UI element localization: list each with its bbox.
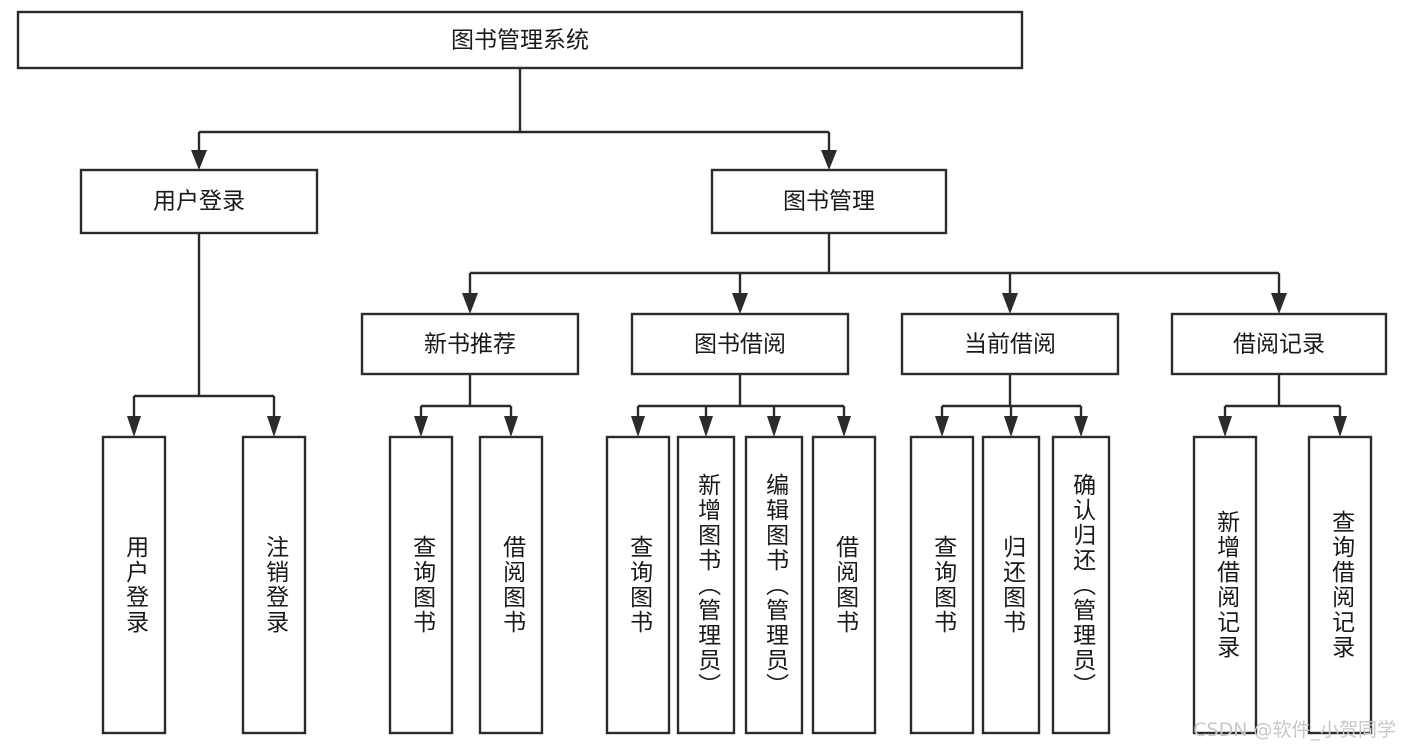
arrow-to-user-login bbox=[191, 150, 207, 170]
node-new-book-recommend-box[interactable] bbox=[360, 312, 580, 376]
arrow-leaf-2 bbox=[267, 416, 281, 437]
connectors-user-login-to-leaves bbox=[127, 233, 281, 437]
arrow-to-new-book bbox=[462, 293, 478, 314]
leaf-box-5[interactable] bbox=[605, 435, 671, 735]
leaf-box-8[interactable] bbox=[811, 435, 877, 735]
node-current-borrow-label: 当前借阅 bbox=[964, 332, 1056, 358]
node-user-login-box[interactable] bbox=[79, 168, 319, 235]
node-new-book-recommend-label: 新书推荐 bbox=[424, 332, 516, 358]
connectors-new-book-to-leaves bbox=[414, 374, 518, 437]
arrow-leaf-12 bbox=[1218, 416, 1232, 437]
leaf-box-2[interactable] bbox=[241, 435, 307, 735]
node-borrow-record-label: 借阅记录 bbox=[1233, 332, 1325, 358]
arrow-to-book-manage bbox=[821, 150, 837, 170]
leaf-box-4[interactable] bbox=[478, 435, 544, 735]
node-book-manage[interactable]: 图书管理 bbox=[710, 168, 948, 235]
arrow-to-borrow bbox=[732, 293, 748, 314]
csdn-watermark: CSDN @软件_小贺同学 bbox=[1193, 719, 1396, 741]
arrow-leaf-11 bbox=[1074, 416, 1088, 437]
node-borrow-record-box[interactable] bbox=[1170, 312, 1388, 376]
node-book-borrow[interactable]: 图书借阅 bbox=[630, 312, 850, 376]
leaf-boxes bbox=[101, 435, 1373, 735]
arrow-leaf-4 bbox=[504, 416, 518, 437]
leaf-box-1[interactable] bbox=[101, 435, 167, 735]
arrow-leaf-1 bbox=[127, 416, 141, 437]
node-new-book-recommend[interactable]: 新书推荐 bbox=[360, 312, 580, 376]
arrow-leaf-3 bbox=[414, 416, 428, 437]
arrow-leaf-6 bbox=[699, 416, 713, 437]
node-root-label: 图书管理系统 bbox=[451, 28, 589, 54]
node-book-borrow-label: 图书借阅 bbox=[694, 332, 786, 358]
leaf-box-10[interactable] bbox=[981, 435, 1041, 735]
leaf-box-7[interactable] bbox=[744, 435, 804, 735]
node-root[interactable]: 图书管理系统 bbox=[16, 10, 1024, 70]
node-current-borrow-box[interactable] bbox=[900, 312, 1120, 376]
arrow-leaf-5 bbox=[631, 416, 645, 437]
node-root-box[interactable] bbox=[16, 10, 1024, 70]
connectors-borrow-to-leaves bbox=[631, 374, 851, 437]
leaf-box-12[interactable] bbox=[1192, 435, 1258, 735]
connectors-root-to-level2 bbox=[191, 68, 837, 170]
node-user-login-label: 用户登录 bbox=[153, 189, 245, 215]
leaf-box-9[interactable] bbox=[909, 435, 975, 735]
arrow-to-current-borrow bbox=[1002, 293, 1018, 314]
arrow-leaf-10 bbox=[1004, 416, 1018, 437]
arrow-to-borrow-record bbox=[1271, 293, 1287, 314]
arrow-leaf-13 bbox=[1333, 416, 1347, 437]
connectors-borrow-record-to-leaves bbox=[1218, 374, 1347, 437]
arrow-leaf-7 bbox=[767, 416, 781, 437]
node-user-login[interactable]: 用户登录 bbox=[79, 168, 319, 235]
node-current-borrow[interactable]: 当前借阅 bbox=[900, 312, 1120, 376]
node-book-manage-label: 图书管理 bbox=[783, 189, 875, 215]
leaf-box-6[interactable] bbox=[676, 435, 736, 735]
connectors-book-manage-to-level3 bbox=[462, 233, 1287, 314]
node-borrow-record[interactable]: 借阅记录 bbox=[1170, 312, 1388, 376]
node-book-borrow-box[interactable] bbox=[630, 312, 850, 376]
leaf-box-11[interactable] bbox=[1051, 435, 1111, 735]
leaf-box-13[interactable] bbox=[1307, 435, 1373, 735]
arrow-leaf-8 bbox=[837, 416, 851, 437]
arrow-leaf-9 bbox=[935, 416, 949, 437]
node-book-manage-box[interactable] bbox=[710, 168, 948, 235]
connectors-current-borrow-to-leaves bbox=[935, 374, 1088, 437]
leaf-box-3[interactable] bbox=[388, 435, 454, 735]
